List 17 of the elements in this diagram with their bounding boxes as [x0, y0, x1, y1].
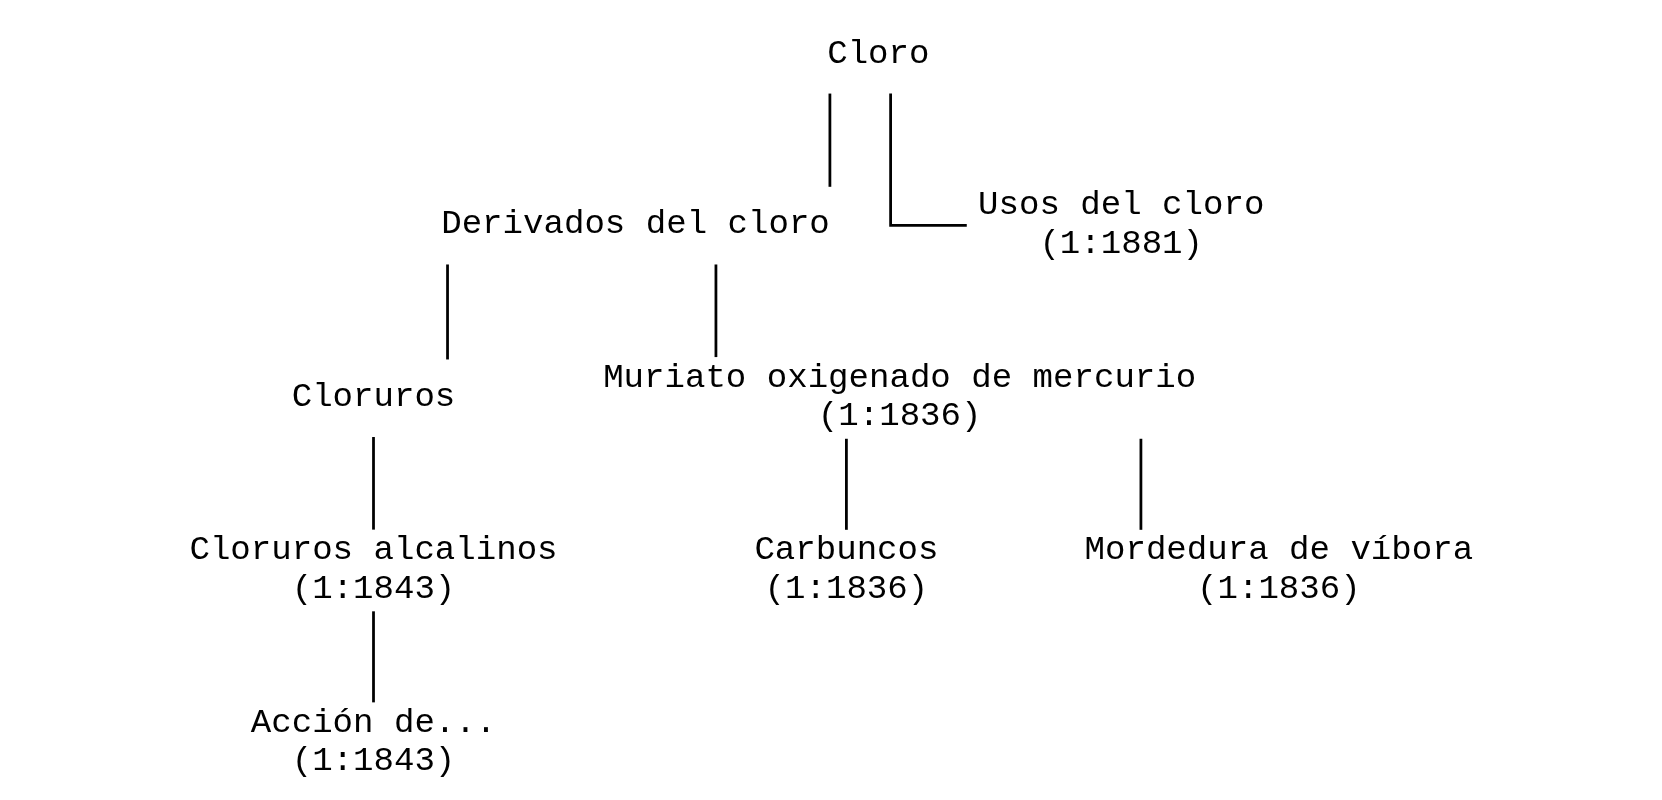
node-text: Derivados del cloro [440, 205, 830, 244]
node-text: Mordedura de víbora (1:1836) [1084, 531, 1473, 608]
node-text: Acción de... (1:1843) [250, 703, 496, 781]
connector [844, 438, 848, 530]
node-text: Carbuncos (1:1836) [753, 531, 938, 608]
node-text: Cloruros [291, 377, 455, 416]
connector [371, 437, 375, 530]
connector [445, 264, 449, 360]
connector [888, 93, 967, 227]
connector [828, 93, 831, 187]
connector [1139, 438, 1142, 530]
connector [371, 611, 375, 703]
node-text: Cloruros alcalinos (1:1843) [188, 531, 558, 608]
connector [714, 264, 717, 358]
node-text: Muriato oxigenado de mercurio (1:1836) [602, 358, 1196, 436]
node-text: Cloro [826, 35, 929, 73]
node-text: Usos del cloro (1:1881) [977, 186, 1264, 263]
